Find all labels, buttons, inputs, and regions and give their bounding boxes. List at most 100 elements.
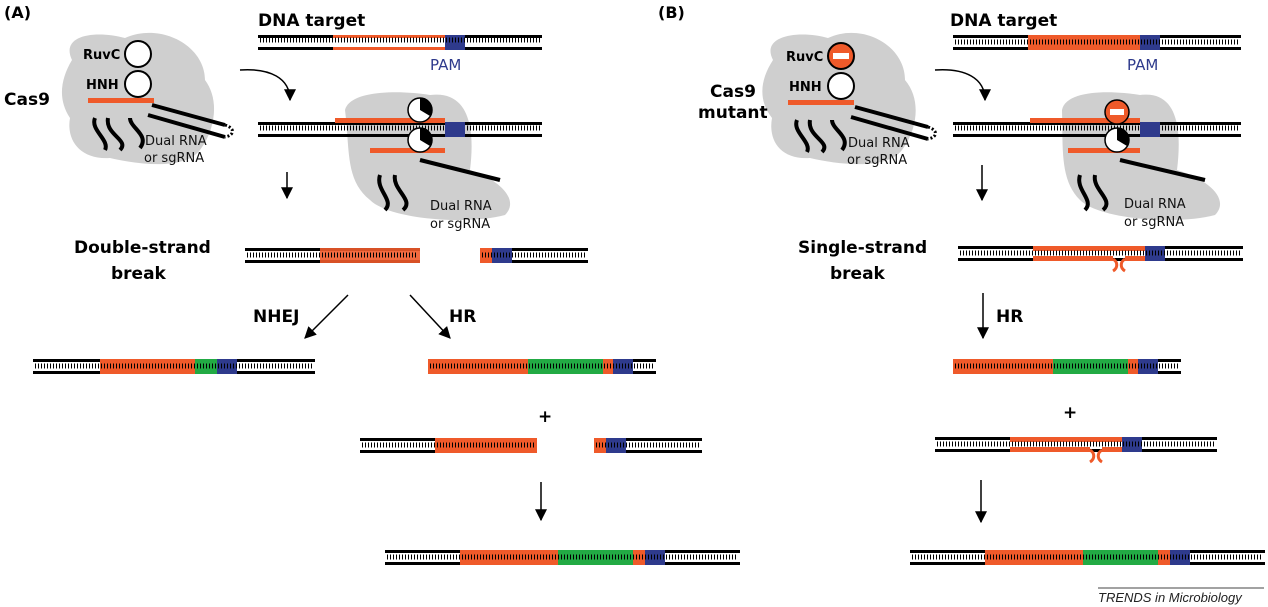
rna-label-line2: or sgRNA [144,151,204,166]
dna-strand [953,134,1241,137]
rna-label-line1: Dual RNA [145,134,207,149]
cleavage-wedge [420,98,432,116]
rna-loops [794,119,847,154]
target-segment [1102,447,1122,452]
cas9-dna-complex: Dual RNA or sgRNA [258,92,542,232]
hr-donor [428,359,656,374]
panel-a-label: (A) [4,3,31,22]
target-segment [1033,246,1145,251]
arrow-icon [934,69,991,102]
break-label-line1: Single-strand [798,238,927,258]
rna-tetraloop [927,125,937,141]
dna-strand [258,134,542,137]
target-segment [1068,148,1140,153]
target-segment [333,47,445,50]
cas9-mutant-label-line1: Cas9 [710,82,756,102]
donor-segment [1083,550,1158,565]
rna-loops [1077,174,1109,212]
rna-label-line1: Dual RNA [848,136,910,151]
rna-tetraloop [224,123,234,139]
guide-rna-spacer [788,100,854,105]
hr-broken-left [360,438,537,453]
hr-label: HR [996,307,1023,327]
rna-stem-line [147,113,226,139]
rna-stem-line [151,103,226,127]
rna-label-line2: or sgRNA [1124,215,1184,230]
panel-b-cas9-free: RuvC HNH Dual RNA or sgRNA [762,32,937,168]
rna-stem-line [850,115,929,141]
pam-label: PAM [430,56,461,74]
rna-stem-line [854,105,929,129]
nick-end [1089,448,1096,464]
rna-label-line2: or sgRNA [847,153,907,168]
pam-segment [606,438,626,453]
nhej-label: NHEJ [253,307,299,327]
arrow-icon [239,69,296,102]
inactivation-bar [833,53,849,59]
break-label-line2: break [111,264,167,284]
ssb-dna [958,246,1243,273]
panel-a-cas9-free: RuvC HNH Dual RNA or sgRNA [61,32,234,166]
pam-segment [492,248,512,263]
arrow-icon [304,294,349,339]
arrow-icon [409,294,451,339]
hr-label: HR [449,307,476,327]
rna-label-line1: Dual RNA [430,199,492,214]
nick-end [1112,257,1119,273]
target-segment [333,35,445,38]
rna-label-line1: Dual RNA [1124,197,1186,212]
rna-loops [92,117,145,152]
target-segment [985,550,1083,565]
dna-target-label: DNA target [258,11,365,31]
cas9-label: Cas9 [4,90,50,110]
target-segment [1033,256,1113,261]
target-segment [100,359,195,374]
credit-text: TRENDS in Microbiology [1098,590,1243,605]
rna-label-line2: or sgRNA [430,217,490,232]
target-segment [370,148,445,153]
hnh-label: HNH [789,80,822,95]
target-segment [1125,256,1145,261]
target-segment [1010,437,1122,442]
hr-product [385,550,740,565]
cas9-mutant-dna-complex: Dual RNA or sgRNA [953,92,1241,230]
dna-strand [258,122,542,125]
pam-label: PAM [1127,56,1158,74]
ruvc-label: RuvC [786,50,823,65]
dna-strand [480,260,588,263]
plus-sign: + [1063,403,1077,423]
hnh-domain-icon [124,70,152,98]
rna-stem-line [1119,158,1206,182]
target-segment [1010,447,1090,452]
target-segment [1030,118,1140,123]
break-label-line2: break [830,264,886,284]
panel-a: (A) RuvC HNH Dual RNA or sgRNA Cas9 DNA … [4,3,740,565]
dna-target-top [258,35,542,50]
dsb-right-fragment [480,248,588,263]
cleavage-wedge [1117,128,1129,146]
dna-target-top [953,35,1241,50]
rna-stem-line [419,158,501,182]
inactivation-bar [1110,109,1124,115]
dna-target-label: DNA target [950,11,1057,31]
cas9-mutant-label-line2: mutant [698,103,768,123]
rna-loops [377,174,409,212]
pam-segment [445,122,465,137]
target-segment [335,118,445,123]
panel-b-label: (B) [658,3,685,22]
pam-segment [1140,122,1160,137]
hnh-label: HNH [86,78,119,93]
nick-end [1119,257,1126,273]
nick-end [1096,448,1103,464]
hnh-domain-icon [827,72,855,100]
cleavage-wedge [420,128,432,146]
dsb-left-fragment [245,248,420,263]
dna-strand [594,438,702,441]
dna-strand [480,248,588,251]
target-segment [460,550,558,565]
hr-donor-b [953,359,1181,374]
dna-strand [953,122,1241,125]
nhej-product [33,359,315,374]
